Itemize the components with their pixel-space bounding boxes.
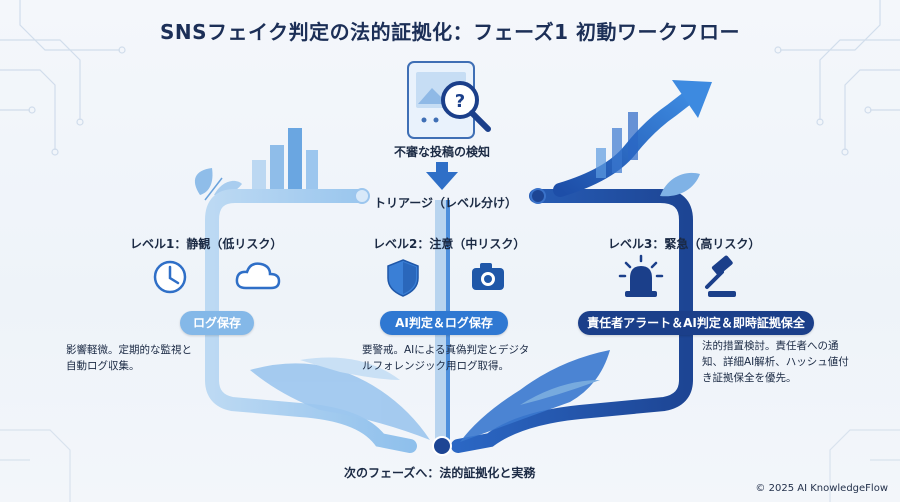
level3-description: 法的措置検討。責任者への通 知、詳細AI解析、ハッシュ値付 き証拠保全を優先。	[702, 340, 849, 384]
level1-title: レベル1：静観（低リスク）	[130, 237, 283, 251]
svg-text:?: ?	[455, 91, 465, 112]
track-level3	[451, 189, 693, 453]
clock-icon	[153, 260, 187, 294]
detection-label: 不審な投稿の検知	[394, 145, 491, 159]
circuit-decoration-right	[774, 0, 900, 156]
gavel-icon	[705, 255, 736, 297]
down-arrow-icon	[426, 162, 458, 190]
level1-description: 影響軽微。定期的な監視と 自動ログ収集。	[66, 344, 192, 372]
bar-chart-decoration	[252, 128, 318, 196]
camera-icon	[472, 263, 504, 290]
level3-title: レベル3：緊急（高リスク）	[608, 237, 761, 251]
track-level1	[205, 189, 417, 453]
shield-check-icon	[387, 259, 419, 297]
circuit-decoration-bottom	[0, 429, 900, 502]
suspicious-post-icon: ?	[407, 61, 491, 139]
swoosh-decoration	[250, 350, 610, 442]
alarm-light-icon	[618, 254, 664, 297]
cloud-icon	[235, 262, 281, 290]
copyright-text: © 2025 AI KnowledgeFlow	[755, 483, 888, 494]
next-phase-label: 次のフェーズへ：法的証拠化と実務	[344, 466, 536, 480]
level2-action-pill: AI判定＆ログ保存	[380, 311, 508, 335]
growth-arrow-icon	[553, 80, 712, 197]
level2-description: 要警戒。AIによる真偽判定とデジタ ルフォレンジック用ログ取得。	[362, 344, 530, 372]
circuit-decoration-left	[0, 0, 126, 156]
leaf-decoration-left	[194, 168, 242, 201]
level3-action-pill: 責任者アラート＆AI判定＆即時証拠保全	[578, 311, 814, 335]
level1-action-pill: ログ保存	[180, 311, 254, 335]
triage-label: トリアージ（レベル分け）	[374, 196, 518, 210]
level2-title: レベル2：注意（中リスク）	[373, 237, 526, 251]
page-title: SNSフェイク判定の法的証拠化：フェーズ1 初動ワークフロー	[159, 20, 741, 44]
merge-node	[432, 436, 452, 456]
